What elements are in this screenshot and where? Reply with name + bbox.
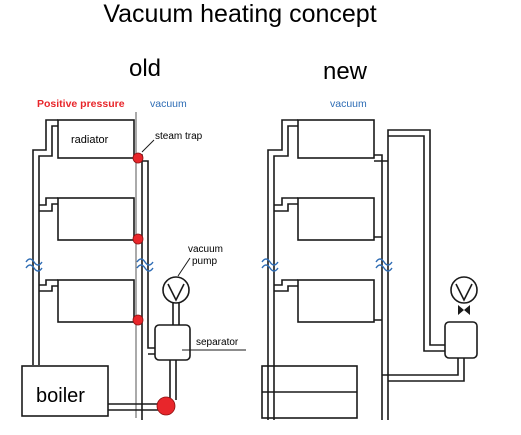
radiator-label: radiator [71,134,109,146]
old-vacuum-label: vacuum [150,98,187,110]
new-supply-riser [267,119,298,420]
vacuum-pump-label-line2: pump [192,256,217,267]
old-steam-trap-1 [132,152,144,164]
new-vacuum-pump-glyph [455,283,473,302]
new-separator-drain [382,358,465,382]
old-supply-riser [32,119,58,365]
old-condensate-return [108,403,158,411]
old-right-break-icon [136,258,154,272]
new-radiator-3 [297,279,375,323]
old-return-riser [134,154,155,420]
new-radiator-1 [297,119,375,159]
new-right-break-icon [375,258,393,272]
old-separator-drain [169,360,177,400]
new-left-break-icon [261,258,279,272]
new-vacuum-label: vacuum [330,98,367,110]
old-separator [154,324,191,361]
old-steam-trap-3 [132,314,144,326]
old-vacuum-pump [162,276,190,304]
old-radiator-2 [57,197,135,241]
old-supply-branch-2 [39,197,58,212]
steam-trap-label: steam trap [155,131,203,142]
old-pump-connection [172,303,180,325]
old-condensate-pump [156,396,176,416]
old-vacuum-pump-glyph [167,283,185,302]
old-radiator-3 [57,279,135,323]
new-supply-branch-2 [274,197,298,212]
positive-pressure-label: Positive pressure [37,98,125,110]
new-separator [444,321,478,359]
new-heading: new [323,58,368,85]
new-radiator-2 [297,197,375,241]
new-return-riser [374,129,445,420]
new-vacuum-pump [450,276,478,304]
vacuum-pump-leader [177,257,191,277]
old-supply-branch-3 [39,279,58,292]
old-heading: old [129,55,161,82]
old-radiator-1 [57,119,135,159]
old-left-break-icon [25,258,43,272]
old-steam-trap-2 [132,233,144,245]
steam-trap-leader [141,139,155,153]
new-pump-valve [458,305,470,315]
separator-label: separator [196,337,239,348]
new-supply-branch-3 [274,279,298,292]
old-boiler [21,365,109,417]
boiler-label: boiler [36,385,85,407]
diagram-title: Vacuum heating concept [103,0,376,28]
vacuum-pump-label-line1: vacuum [188,244,223,255]
